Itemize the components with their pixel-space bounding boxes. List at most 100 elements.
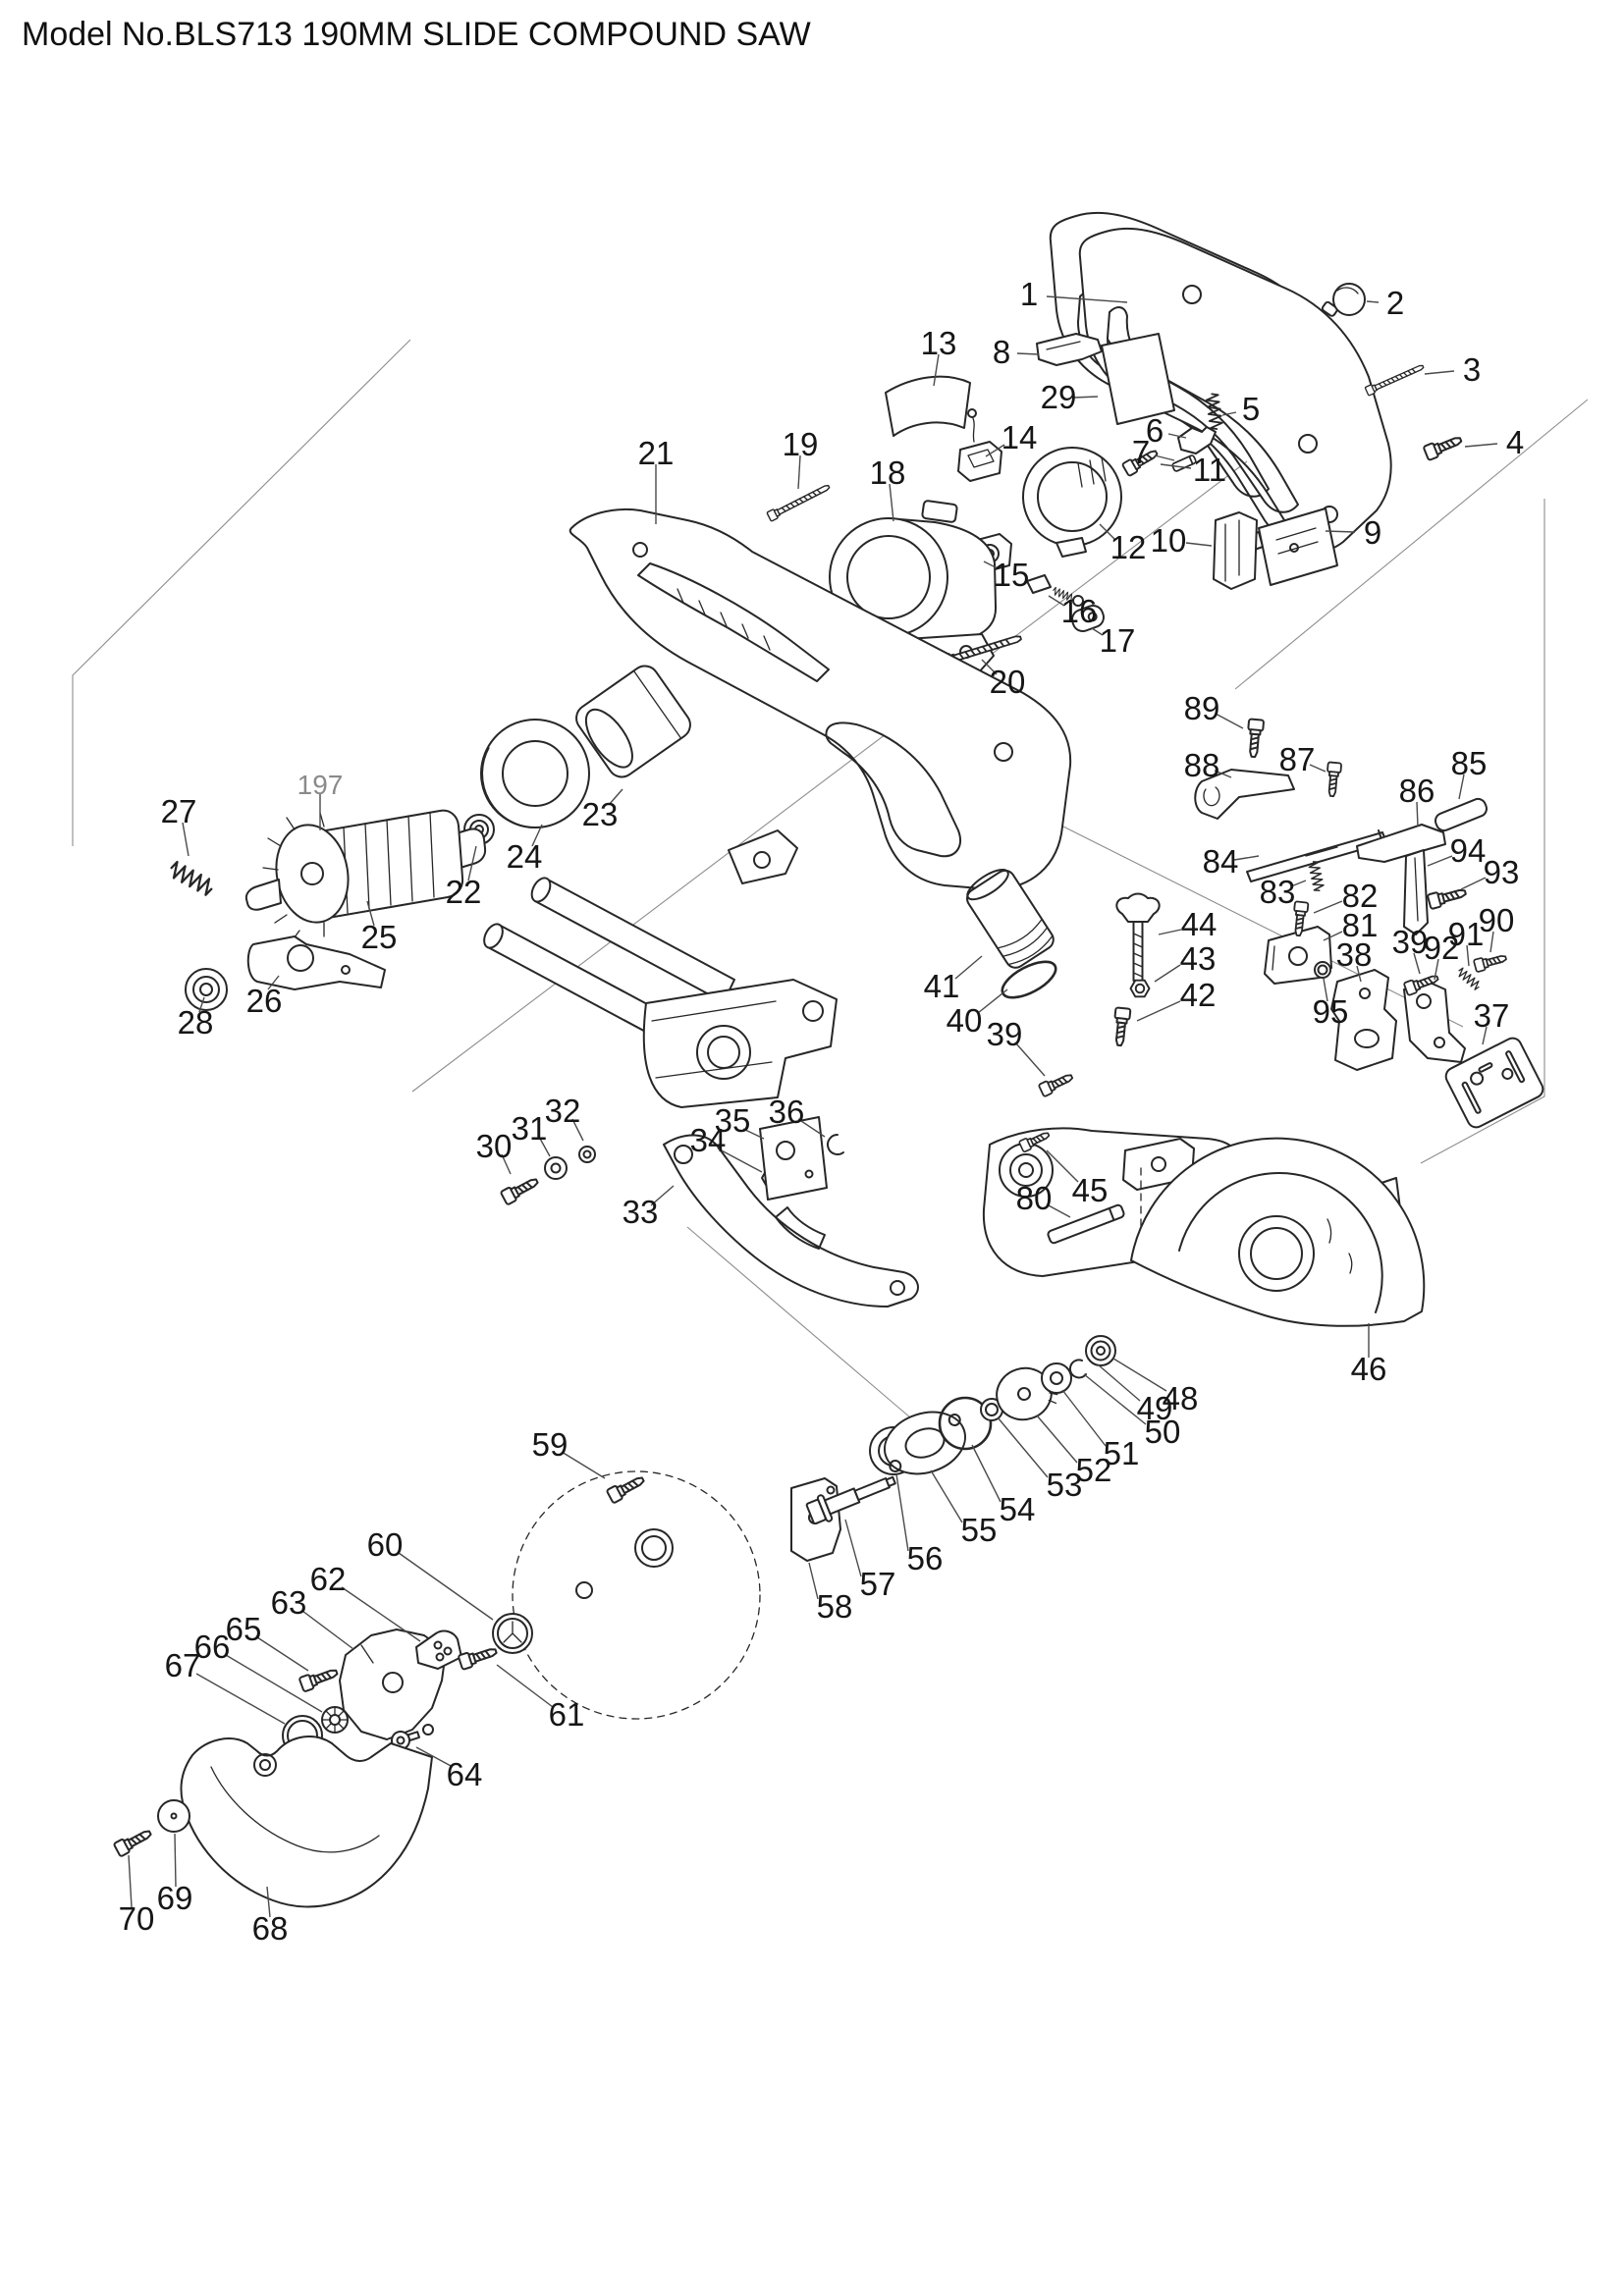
part-label-66: 66 (194, 1629, 231, 1665)
leader-line-35 (742, 1128, 765, 1140)
part-label-6: 6 (1146, 412, 1164, 449)
part-label-48: 48 (1163, 1380, 1199, 1416)
leader-line-5 (1221, 411, 1237, 416)
leader-line-88 (1214, 770, 1232, 778)
part-label-21: 21 (638, 435, 675, 471)
leader-line-68 (266, 1886, 271, 1918)
leader-line-22 (467, 845, 477, 881)
part-label-25: 25 (361, 919, 398, 955)
leader-line-17 (1091, 627, 1104, 636)
leader-line-58 (808, 1562, 819, 1600)
part-label-39: 39 (987, 1016, 1023, 1052)
part-label-27: 27 (161, 793, 197, 829)
leader-line-87 (1309, 764, 1326, 773)
part-23-sleeve (575, 665, 691, 778)
part-label-12: 12 (1110, 529, 1147, 565)
leader-line-56 (895, 1473, 909, 1552)
part-31-washer (544, 1156, 568, 1180)
part-label-95: 95 (1313, 993, 1349, 1030)
leader-line-85 (1458, 774, 1465, 800)
leader-line-81 (1323, 931, 1343, 941)
part-25-armature (244, 809, 487, 942)
part-label-87: 87 (1279, 741, 1316, 777)
frame-lines (72, 339, 1589, 1442)
part-label-30: 30 (476, 1128, 513, 1164)
part-69-washer (157, 1799, 190, 1833)
leader-line-25 (366, 900, 375, 927)
leader-line-49 (1097, 1363, 1141, 1402)
leader-line-10 (1185, 542, 1213, 547)
part-label-37: 37 (1474, 997, 1510, 1034)
part-50-snap-ring (1068, 1359, 1087, 1379)
part-10-baffle-plate (1213, 511, 1258, 590)
leader-lines (128, 295, 1498, 1918)
part-label-39b: 39 (1392, 924, 1429, 960)
part-label-3: 3 (1463, 351, 1481, 388)
leader-line-30 (501, 1153, 512, 1175)
part-30-bolt (499, 1173, 542, 1206)
part-8-trigger (1036, 333, 1103, 366)
part-label-24: 24 (507, 838, 543, 875)
part-label-70: 70 (119, 1900, 155, 1937)
part-3-screw (1364, 361, 1426, 397)
part-label-31: 31 (512, 1110, 548, 1147)
leader-line-64 (415, 1746, 454, 1768)
leader-line-82 (1313, 900, 1343, 914)
leader-line-51 (1061, 1389, 1107, 1447)
part-saw-blade (512, 1470, 761, 1720)
leader-line-92 (1434, 958, 1439, 981)
part-label-20: 20 (990, 664, 1026, 700)
part-label-15: 15 (994, 557, 1030, 593)
part-label-60: 60 (367, 1526, 404, 1563)
part-label-4: 4 (1506, 424, 1524, 460)
part-9-switch (1244, 507, 1338, 586)
part-label-11: 11 (1193, 452, 1226, 488)
leader-line-9 (1325, 530, 1356, 533)
leader-line-80 (1046, 1203, 1071, 1218)
leader-line-61 (496, 1664, 554, 1708)
part-label-86: 86 (1399, 773, 1435, 809)
part-83-spring (1307, 860, 1326, 893)
part-label-55: 55 (961, 1512, 998, 1548)
part-label-10: 10 (1151, 522, 1187, 559)
part-86-lever (1356, 824, 1446, 863)
part-70-screw (112, 1825, 155, 1858)
part-51-washer (1041, 1362, 1072, 1394)
leader-line-59 (561, 1451, 606, 1479)
part-label-53: 53 (1047, 1467, 1083, 1503)
leader-line-20 (981, 659, 998, 675)
leader-line-63 (301, 1610, 354, 1650)
leader-line-65 (256, 1636, 309, 1672)
part-label-94: 94 (1450, 832, 1487, 869)
part-label-34: 34 (690, 1122, 727, 1158)
part-68-blade-cover (180, 1735, 433, 1908)
leader-line-15 (983, 561, 999, 569)
leader-line-42 (1136, 1000, 1181, 1022)
leader-line-28 (198, 996, 205, 1013)
part-pole-holder (642, 979, 838, 1108)
part-80-pin (1047, 1203, 1125, 1245)
part-29-label (1101, 333, 1175, 425)
part-12-rear-cover (1022, 447, 1122, 558)
part-label-59: 59 (532, 1426, 568, 1463)
leader-line-18 (889, 483, 894, 522)
part-label-50: 50 (1145, 1414, 1181, 1450)
leader-line-14 (985, 444, 1005, 457)
part-66-lock-washer (321, 1706, 349, 1734)
part-label-36: 36 (769, 1094, 805, 1130)
part-95-ring (1314, 961, 1331, 979)
leader-line-29 (1072, 396, 1099, 399)
page-title: Model No.BLS713 190MM SLIDE COMPOUND SAW (22, 16, 811, 53)
part-label-81: 81 (1342, 907, 1379, 943)
part-59-screw (605, 1471, 648, 1505)
part-label-80: 80 (1016, 1180, 1053, 1216)
part-24-fan-guide (480, 719, 590, 828)
part-57-spindle (805, 1475, 896, 1525)
part-89-screw (1244, 718, 1266, 759)
part-label-19: 19 (783, 426, 819, 462)
part-label-49: 49 (1137, 1390, 1173, 1426)
leader-line-8 (1016, 352, 1040, 355)
part-54-o-ring (938, 1396, 993, 1451)
